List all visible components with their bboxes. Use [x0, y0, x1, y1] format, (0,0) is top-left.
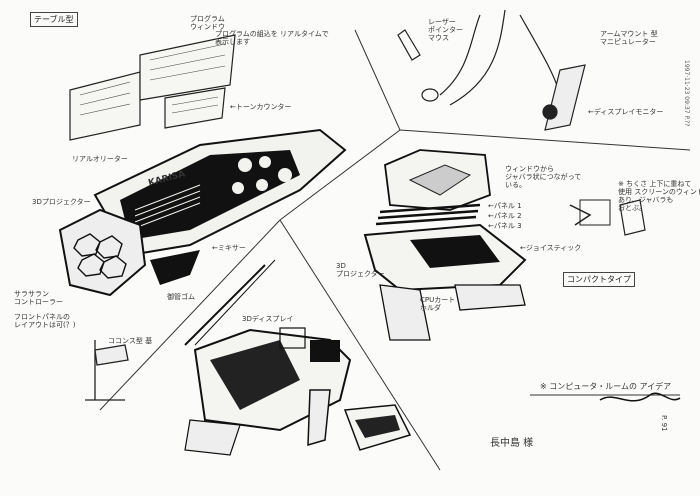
label-arm-mount: アームマウント 型マニピュレーター: [600, 30, 658, 46]
divider-line: [279, 219, 441, 471]
label-program-size-note: プログラムの組込を リアルタイムで表示します: [215, 30, 329, 46]
divider-line: [399, 129, 691, 151]
arm-sketch: [397, 9, 586, 131]
divider-line: [354, 29, 401, 131]
corner-title-box: テーブル型: [30, 12, 78, 27]
label-realtime-data: リアルオリーター: [72, 155, 128, 163]
label-joystick: ←ジョイスティック: [520, 244, 582, 252]
edge-timestamp: 1997·11·23 09:37 P.??: [683, 60, 690, 127]
label-touch-counter: ←トーンカウンター: [230, 103, 292, 111]
label-panel-3: ←パネル 3: [488, 222, 522, 230]
small-stand: [85, 340, 129, 401]
label-controller: サラサランコントローラー: [14, 290, 63, 306]
label-3d-display: 3Dディスプレイ: [242, 315, 294, 323]
compact-console: [363, 149, 646, 341]
main-console: [58, 128, 347, 297]
label-program-window: プログラムウィンドウ: [190, 15, 225, 31]
label-window-note: ウィンドウからジャバラ状につながっている。: [505, 165, 582, 189]
label-front-panel-note: フロントパネルのレイアウトは可(？): [14, 313, 76, 329]
label-display-monitor: ←ディスプレイモニター: [588, 108, 664, 116]
3d-display-console: [184, 259, 412, 456]
label-laser-pointer-mouse: レーザーポインターマウス: [428, 18, 463, 42]
label-mixer: ←ミキサー: [212, 244, 246, 252]
floating-screens: [69, 34, 236, 141]
label-3d-projector: 3Dプロジェクター: [32, 198, 91, 206]
label-cocoon: ココンス型 基: [108, 337, 153, 345]
compact-type-box: コンパクトタイプ: [563, 272, 635, 287]
page-number: P. 91: [660, 415, 668, 432]
label-cpu-cart: CPUカートホルダ: [420, 296, 456, 312]
label-panel-1: ←パネル 1: [488, 202, 522, 210]
label-signature: 長中島 様: [490, 438, 534, 449]
label-rubber-pad: 御管ゴム: [167, 293, 195, 301]
label-computer-room-note: ※ コンピュータ・ルームの アイデア: [540, 382, 672, 391]
divider-line: [99, 219, 281, 411]
signature-scribble: [599, 392, 681, 402]
label-panel-2: ←パネル 2: [488, 212, 522, 220]
divider-line: [279, 129, 401, 221]
